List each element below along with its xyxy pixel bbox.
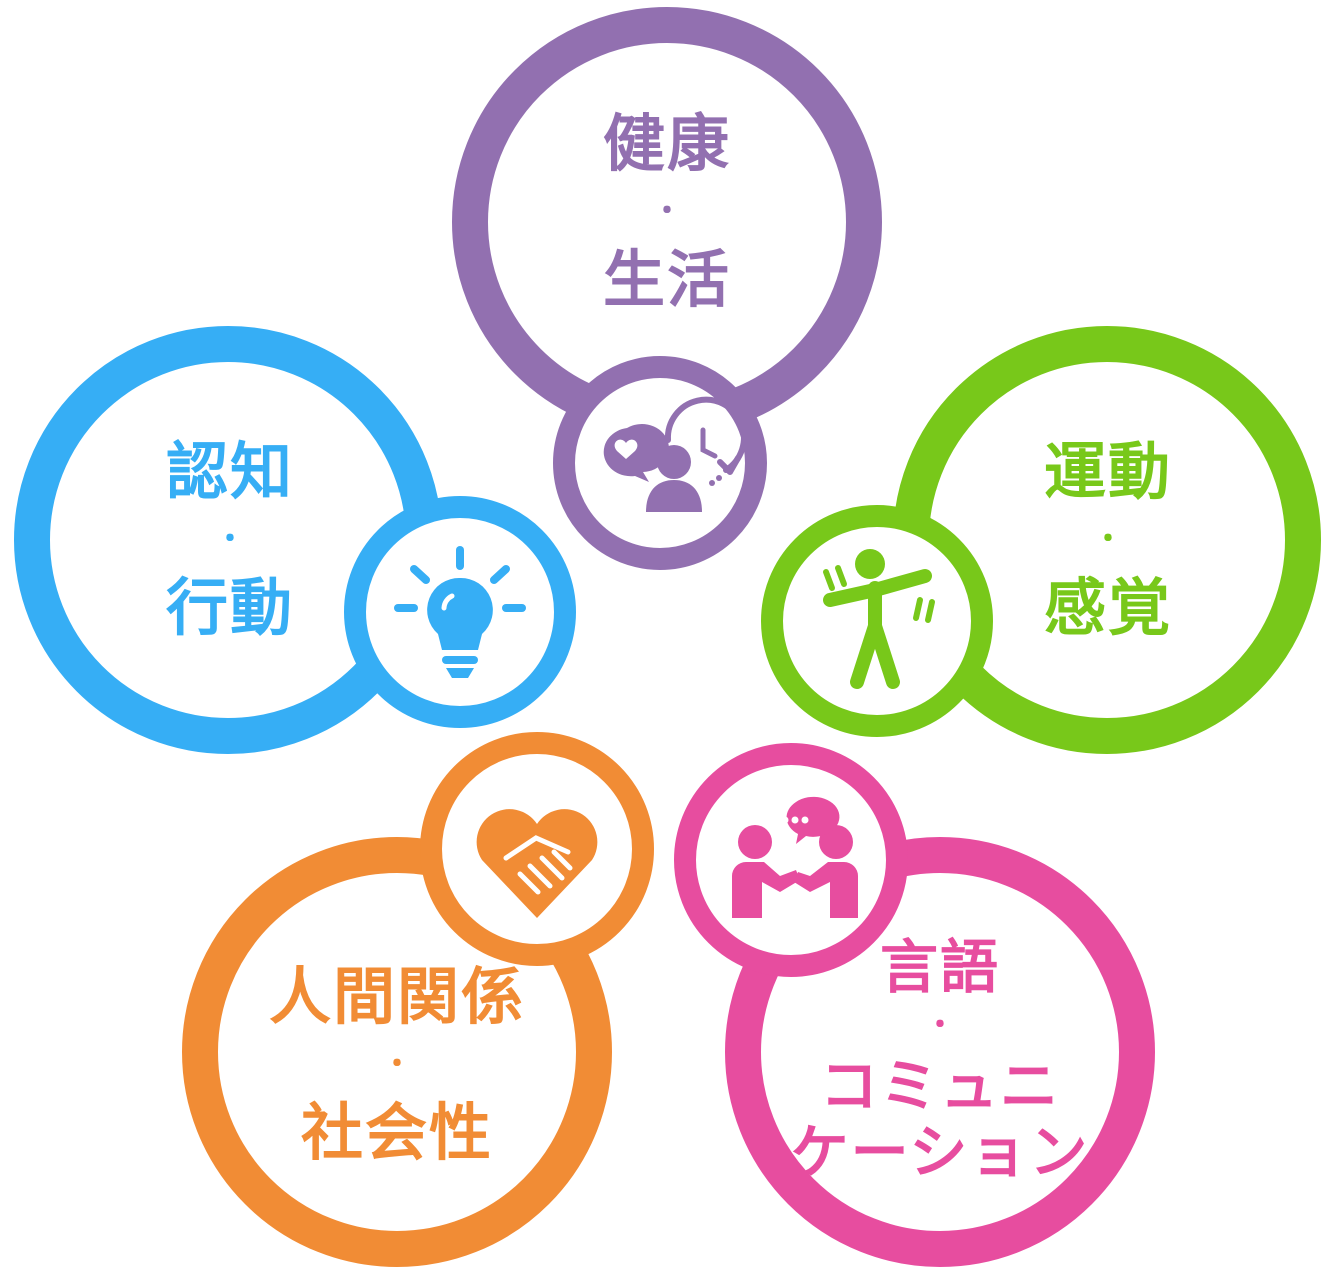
language-icon-ring <box>674 743 908 977</box>
health-separator: ・ <box>652 194 682 229</box>
language-title-line3: ケーション <box>790 1118 1090 1187</box>
health-label: 健康 ・ 生活 <box>547 112 787 312</box>
health-title-line1: 健康 <box>602 107 731 180</box>
cognition-separator: ・ <box>215 522 245 557</box>
person-heart-clock-icon <box>603 396 747 512</box>
motor-title-line1: 運動 <box>1043 435 1172 508</box>
social-separator: ・ <box>382 1047 412 1082</box>
motor-separator: ・ <box>1093 522 1123 557</box>
lightbulb-icon <box>394 546 526 678</box>
social-title-line2: 社会性 <box>300 1096 493 1169</box>
language-title-line1: 言語 <box>879 932 1000 1001</box>
language-separator: ・ <box>925 1007 955 1043</box>
motor-title-line2: 感覚 <box>1043 571 1172 644</box>
language-title-line2: コミュニ <box>819 1051 1060 1120</box>
social-title-line1: 人間関係 <box>268 960 525 1033</box>
cognition-title-line1: 認知 <box>165 435 294 508</box>
health-title-line2: 生活 <box>602 243 731 316</box>
language-label: 言語 ・ コミュニ ケーション <box>780 934 1100 1186</box>
two-people-conversation-icon <box>732 796 858 918</box>
motor-label: 運動 ・ 感覚 <box>988 440 1228 640</box>
cognition-title-line2: 行動 <box>165 571 294 644</box>
cognition-label: 認知 ・ 行動 <box>110 440 350 640</box>
person-stretching-icon <box>823 549 935 689</box>
social-label: 人間関係 ・ 社会性 <box>247 965 547 1165</box>
heart-handshake-icon <box>476 809 598 918</box>
